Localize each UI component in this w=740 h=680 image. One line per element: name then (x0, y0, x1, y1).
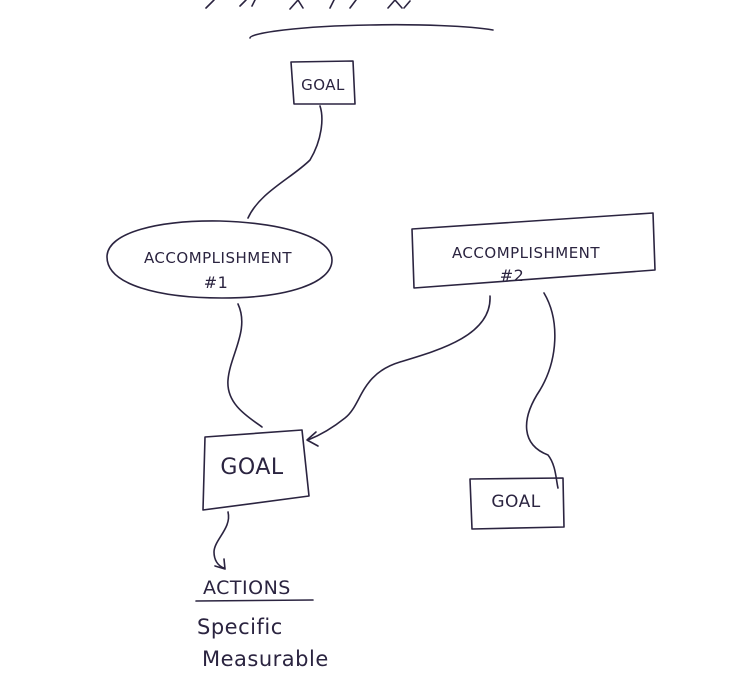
goal-top-box (290, 60, 356, 105)
accomplishment-1-ellipse (106, 220, 333, 299)
accomplishment-2-node: ACCOMPLISHMENT #2 (411, 212, 656, 289)
connector-accomplishment-1-to-goal-middle (227, 303, 263, 428)
actions-item-1: Specific (197, 615, 283, 639)
connector-accomplishment-2-to-goal-middle (307, 295, 491, 441)
goal-right-box (469, 477, 565, 530)
accomplishment-1-node: ACCOMPLISHMENT #1 (106, 220, 333, 299)
goal-middle-node: GOAL (202, 429, 310, 511)
goal-top-label: GOAL (301, 76, 345, 94)
accomplishment-2-label-line2: #2 (500, 266, 525, 285)
arrowhead-to-goal-middle (306, 431, 319, 447)
actions-item-2: Measurable (202, 647, 329, 671)
connector-goal-middle-to-actions (213, 511, 230, 569)
goal-right-label: GOAL (491, 492, 540, 512)
accomplishment-1-label-line1: ACCOMPLISHMENT (144, 249, 292, 267)
accomplishment-2-box (411, 212, 656, 289)
cropped-title-strokes (205, 0, 411, 10)
goal-top-node: GOAL (290, 60, 356, 105)
goal-middle-box (202, 429, 310, 511)
actions-block: ACTIONS Specific Measurable (195, 577, 329, 671)
connector-accomplishment-2-to-goal-right (525, 292, 559, 489)
arrowhead-to-actions (214, 558, 226, 570)
actions-heading: ACTIONS (203, 577, 291, 599)
goal-right-node: GOAL (469, 477, 565, 530)
actions-underline (195, 599, 314, 602)
accomplishment-2-label-line1: ACCOMPLISHMENT (452, 244, 600, 262)
goal-middle-label: GOAL (220, 455, 284, 480)
title-underline (249, 23, 494, 39)
connector-goal-to-accomplishment-1 (247, 105, 323, 219)
accomplishment-1-label-line2: #1 (204, 273, 229, 292)
